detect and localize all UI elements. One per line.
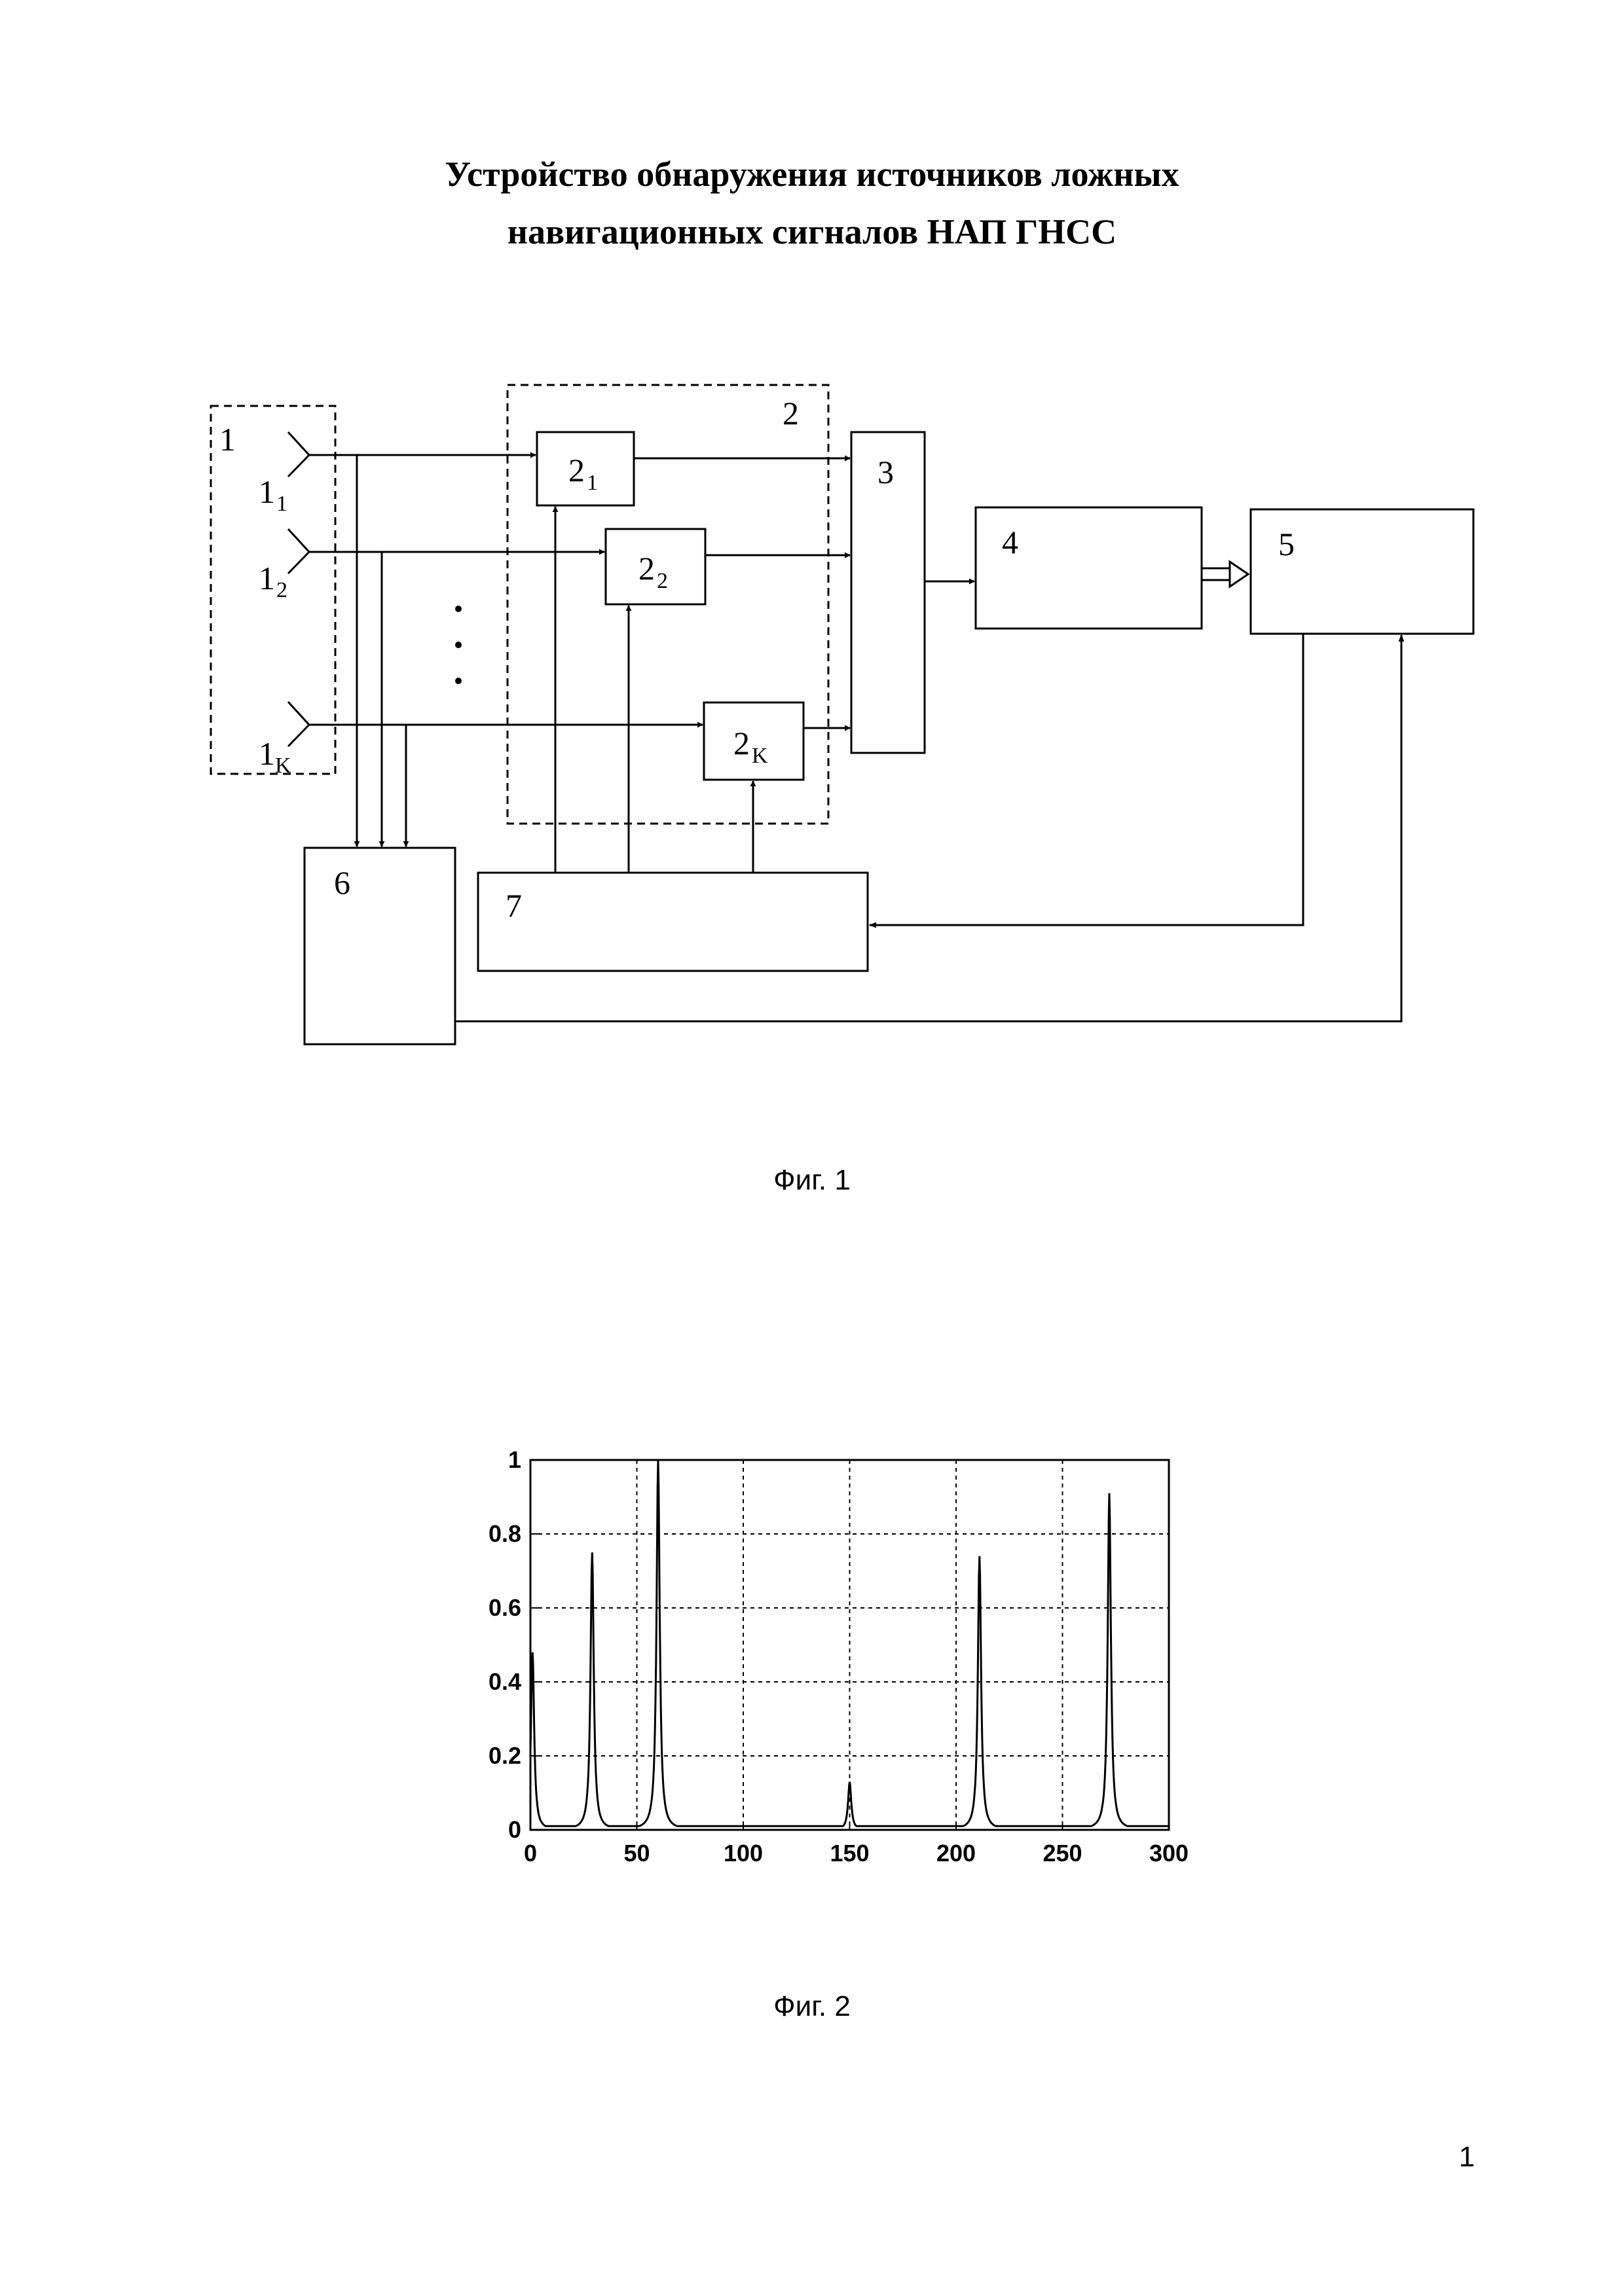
ellipsis-dots [455,606,462,684]
connections [309,452,1405,1023]
double-arrow-4-5 [1202,560,1250,589]
block-6 [303,847,456,1046]
figure-2-chart: 0 50 100 150 200 250 300 0 0.2 0.4 0.6 0.8 1 [489,1446,1189,1867]
x-tick-label-0: 0 [524,1840,537,1867]
y-tick-label-0: 0 [508,1816,521,1843]
antenna-array-group [210,405,337,775]
block-3-label: 3 [877,454,894,490]
y-tick-label-4: 0.8 [489,1520,521,1547]
block-3 [850,431,926,754]
y-tick-label-1: 0.2 [489,1742,521,1769]
page-number: 1 [1458,2141,1475,2173]
antenna-1-sub: 1 [276,492,287,516]
figure-2-caption: Фиг. 2 [773,1990,851,2022]
block-2-1-sub: 1 [587,471,598,495]
block-2-group [506,384,830,825]
antenna-k-label: 1 [259,735,275,772]
y-tick-label-2: 0.4 [489,1668,521,1695]
title-line-2: навигационных сигналов НАП ГНСС [507,212,1117,251]
block-2-k [703,701,805,781]
title-line-1: Устройство обнаружения источников ложных [445,155,1179,194]
block-2-1-label: 2 [568,452,585,488]
x-tick-label-1: 50 [623,1840,650,1867]
block-5-label: 5 [1278,526,1295,562]
figure-1-diagram: 1 2 1 1 1 2 1 K 2 1 2 2 [210,384,1475,1046]
block-2-2-sub: 2 [657,569,668,593]
block-2-label: 2 [783,395,799,431]
block-7 [477,871,869,972]
block-4-label: 4 [1002,524,1018,560]
x-tick-label-2: 100 [724,1840,763,1867]
block-1-label: 1 [219,421,236,458]
antenna-2-sub: 2 [276,578,287,602]
x-tick-label-4: 200 [936,1840,976,1867]
y-tick-label-5: 1 [508,1446,521,1473]
x-tick-label-5: 250 [1043,1840,1082,1867]
block-2-2-label: 2 [638,550,655,587]
page-title: Устройство обнаружения источников ложных… [0,145,1624,261]
antenna-2-label: 1 [259,560,275,596]
block-2-k-sub: K [752,744,768,768]
block-2-k-label: 2 [733,725,750,761]
block-2-2 [604,528,707,606]
y-tick-label-3: 0.6 [489,1594,521,1621]
block-5 [1249,508,1475,635]
x-tick-label-3: 150 [830,1840,869,1867]
x-tick-label-6: 300 [1149,1840,1189,1867]
antenna-k-sub: K [275,754,291,778]
figure-1-caption: Фиг. 1 [773,1164,851,1196]
block-6-label: 6 [334,864,350,901]
block-2-1 [536,431,635,507]
block-7-label: 7 [506,887,522,924]
antenna-1-label: 1 [259,473,275,510]
